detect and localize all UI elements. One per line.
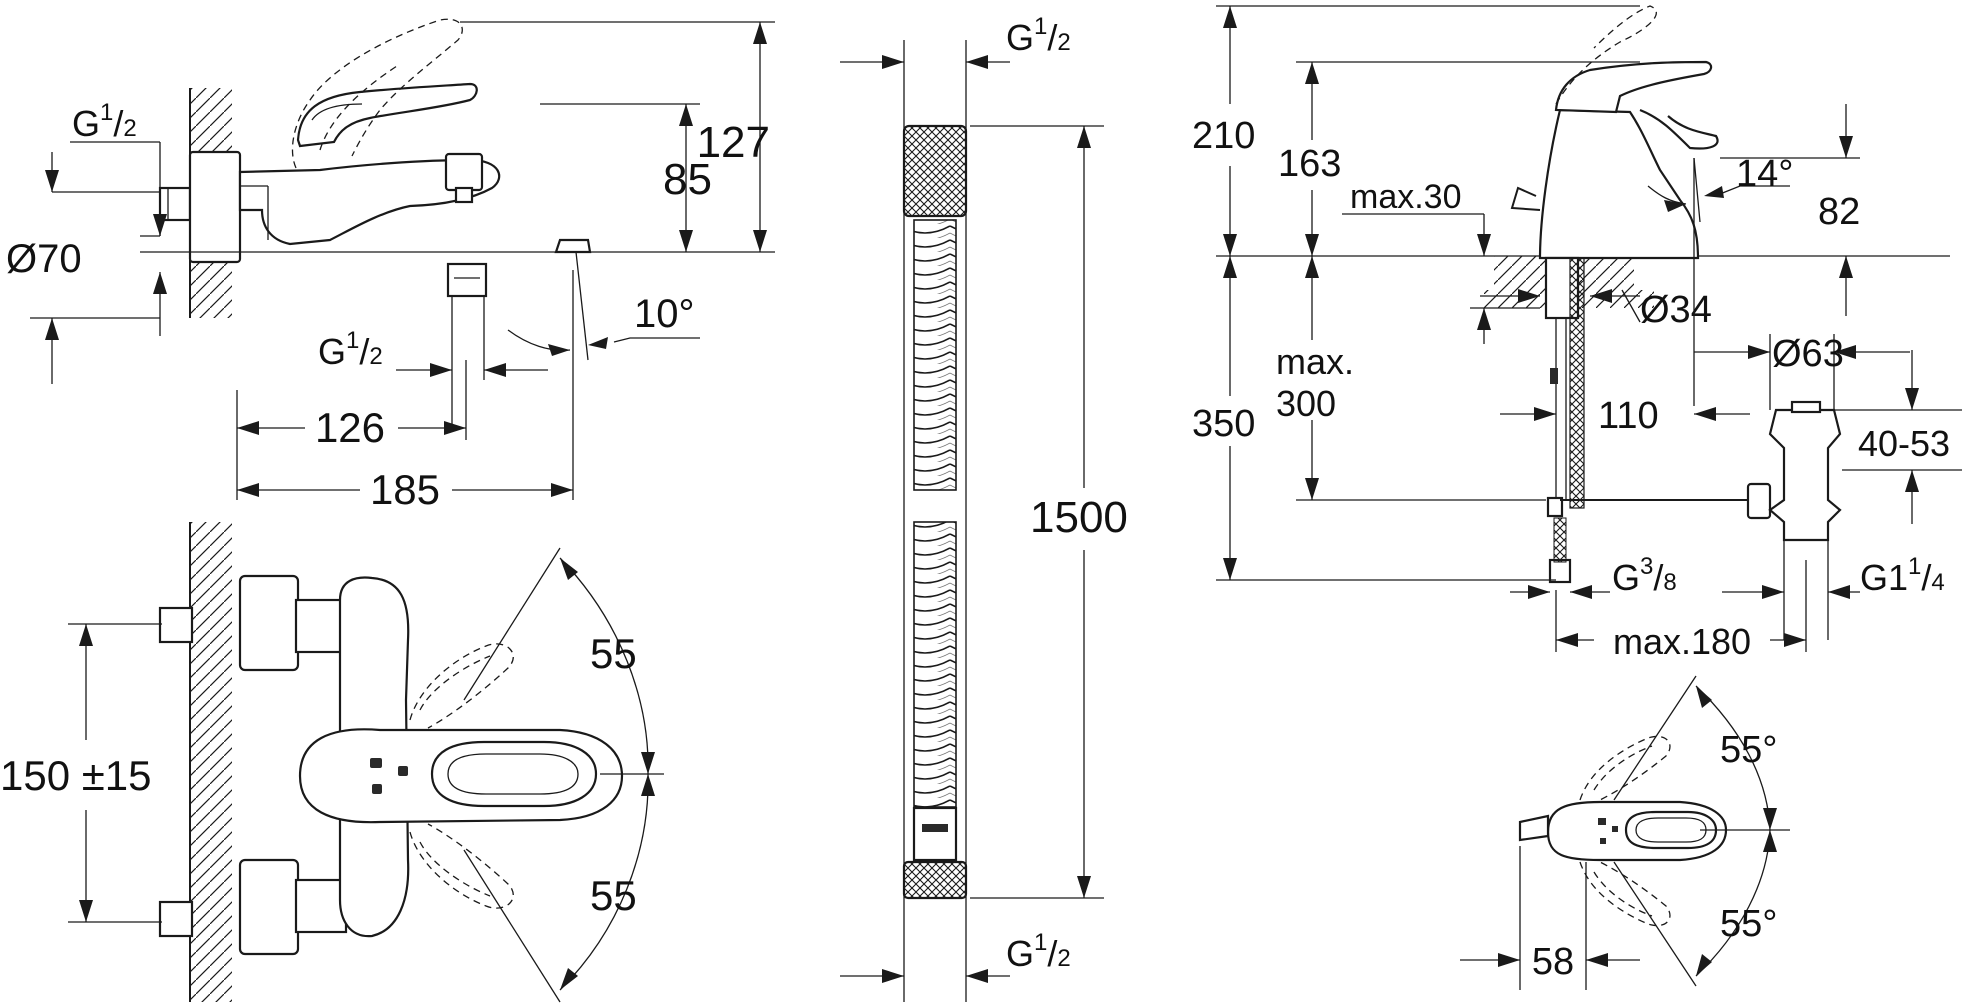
dim-58: 58 xyxy=(1532,941,1574,983)
dim-dia70: Ø70 xyxy=(6,237,82,281)
diverter-knob xyxy=(444,152,484,192)
lever-handle xyxy=(296,82,478,148)
dim-127: 127 xyxy=(697,118,770,167)
hose-nut-bottom xyxy=(902,860,968,900)
dim-max30: max.30 xyxy=(1350,178,1462,216)
basin-mixer-side-view: 210 350 163 max. 300 max.30 Ø34 14° xyxy=(1192,5,1962,662)
dim-150: 150 ±15 xyxy=(0,752,152,799)
lever-ghost-up xyxy=(409,643,514,729)
wall-rosette xyxy=(188,150,242,264)
waste-nut xyxy=(1746,482,1772,520)
hose-spiral-lower xyxy=(913,521,957,808)
dim-dia63: Ø63 xyxy=(1772,333,1844,375)
thread-g38: G3/8 xyxy=(1612,553,1677,598)
dim-angle-14: 14° xyxy=(1736,153,1793,195)
lever-ghost-down xyxy=(409,823,514,909)
dim-82: 82 xyxy=(1818,191,1860,233)
bath-mixer-top-view: 150 ±15 55 55 xyxy=(0,522,664,1003)
basin-angle-bottom-55: 55° xyxy=(1720,903,1777,945)
angle-bottom-55: 55 xyxy=(590,872,637,919)
dim-max-label: max. xyxy=(1276,341,1354,382)
dim-40-53: 40-53 xyxy=(1858,423,1950,464)
connector-lower xyxy=(238,858,300,956)
dim-350: 350 xyxy=(1192,403,1255,445)
dim-85: 85 xyxy=(663,155,712,204)
dim-126: 126 xyxy=(315,404,385,451)
thread-bottom-label: G1/2 xyxy=(318,327,383,372)
basin-mixer-body xyxy=(1538,108,1700,260)
basin-angle-top-55: 55° xyxy=(1720,729,1777,771)
angle-top-55: 55 xyxy=(590,630,637,677)
shower-hose: G1/2 1500 G1/2 xyxy=(840,13,1128,1002)
basin-lever xyxy=(1554,60,1713,114)
dim-max-300: 300 xyxy=(1276,383,1336,424)
hose-length: 1500 xyxy=(1030,493,1128,542)
bath-mixer-side-view: 127 85 G1/2 Ø70 10° G1/2 xyxy=(6,18,775,513)
hose-thread-bottom: G1/2 xyxy=(1006,929,1071,974)
lever-raised-ghost xyxy=(291,18,463,169)
shower-outlet xyxy=(446,262,488,298)
hose-spiral-upper xyxy=(913,219,957,491)
thread-top-label: G1/2 xyxy=(72,99,137,144)
thread-g1-14: G11/4 xyxy=(1860,553,1945,598)
dim-163: 163 xyxy=(1278,143,1341,185)
spout-outlet xyxy=(554,238,592,254)
dim-max180: max.180 xyxy=(1613,621,1751,662)
dim-110: 110 xyxy=(1598,395,1659,437)
dim-210: 210 xyxy=(1192,115,1255,157)
dim-dia34: Ø34 xyxy=(1640,289,1712,331)
hose-thread-top: G1/2 xyxy=(1006,13,1071,58)
dim-angle-10: 10° xyxy=(634,292,695,336)
basin-mixer-top-view: 55° 55° 58 xyxy=(1460,675,1790,990)
basin-lever-ghost xyxy=(1555,5,1657,105)
hose-nut-top xyxy=(902,124,968,218)
popup-waste xyxy=(1768,408,1842,542)
connector-upper xyxy=(238,574,300,672)
popup-rod xyxy=(1510,186,1541,211)
dim-185: 185 xyxy=(370,466,440,513)
basin-popup-knob-top xyxy=(1518,814,1550,842)
